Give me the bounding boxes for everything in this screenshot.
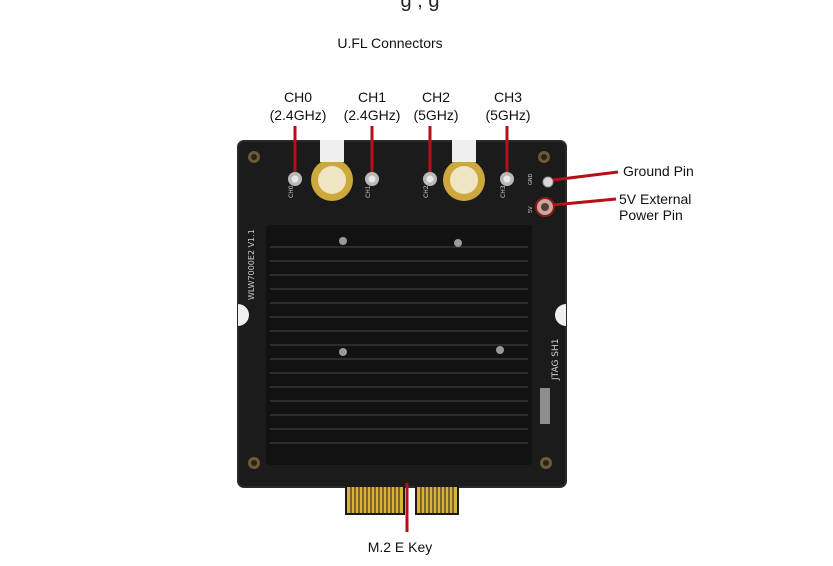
cutout-right bbox=[555, 304, 566, 326]
ch3-label: CH3 (5GHz) bbox=[468, 88, 548, 124]
m2-key-label: M.2 E Key bbox=[367, 539, 433, 555]
heatsink-fins bbox=[270, 246, 528, 444]
clipped-header-text: g , g bbox=[400, 0, 440, 12]
silk-model: WLW7000E2 V1.1 bbox=[247, 229, 256, 300]
silk-gnd: GND bbox=[528, 173, 534, 185]
silk-ch3: CH3 bbox=[500, 185, 507, 198]
ch0-band: (2.4GHz) bbox=[269, 107, 327, 123]
ufl-connector-ch3 bbox=[500, 172, 514, 186]
callout-power bbox=[552, 197, 617, 207]
ch3-band: (5GHz) bbox=[485, 107, 531, 123]
ext-power-label-2: Power Pin bbox=[619, 207, 683, 223]
silk-ch2: CH2 bbox=[423, 185, 430, 198]
heatsink-screw-4 bbox=[496, 346, 504, 354]
m2-edge-connector bbox=[345, 483, 459, 515]
ufl-connector-ch2 bbox=[423, 172, 437, 186]
ch0-name: CH0 bbox=[283, 89, 312, 105]
ground-pin bbox=[542, 176, 554, 188]
heatsink-screw-3 bbox=[339, 348, 347, 356]
ch1-band: (2.4GHz) bbox=[343, 107, 401, 123]
cutout-left bbox=[238, 304, 249, 326]
silk-ch1: CH1 bbox=[365, 185, 372, 198]
ch2-band: (5GHz) bbox=[413, 107, 459, 123]
ch1-label: CH1 (2.4GHz) bbox=[332, 88, 412, 124]
ground-pin-label: Ground Pin bbox=[623, 163, 694, 179]
ch0-label: CH0 (2.4GHz) bbox=[258, 88, 338, 124]
silk-jtag: JTAG SH1 bbox=[551, 339, 561, 382]
silk-ch0: CH0 bbox=[288, 185, 295, 198]
ufl-connector-ch1 bbox=[365, 172, 379, 186]
heatsink-screw-1 bbox=[339, 237, 347, 245]
ch2-name: CH2 bbox=[421, 89, 450, 105]
ch2-label: CH2 (5GHz) bbox=[396, 88, 476, 124]
silk-5v: 5V bbox=[528, 206, 534, 213]
heatsink-screw-2 bbox=[454, 239, 462, 247]
jtag-connector bbox=[540, 388, 550, 424]
diagram-title: U.FL Connectors bbox=[337, 35, 443, 51]
ch3-name: CH3 bbox=[493, 89, 522, 105]
callout-ground bbox=[552, 170, 619, 182]
callout-lines bbox=[293, 126, 619, 532]
ext-power-label-1: 5V External bbox=[619, 191, 692, 207]
ch1-name: CH1 bbox=[357, 89, 386, 105]
ufl-connector-ch0 bbox=[288, 172, 302, 186]
